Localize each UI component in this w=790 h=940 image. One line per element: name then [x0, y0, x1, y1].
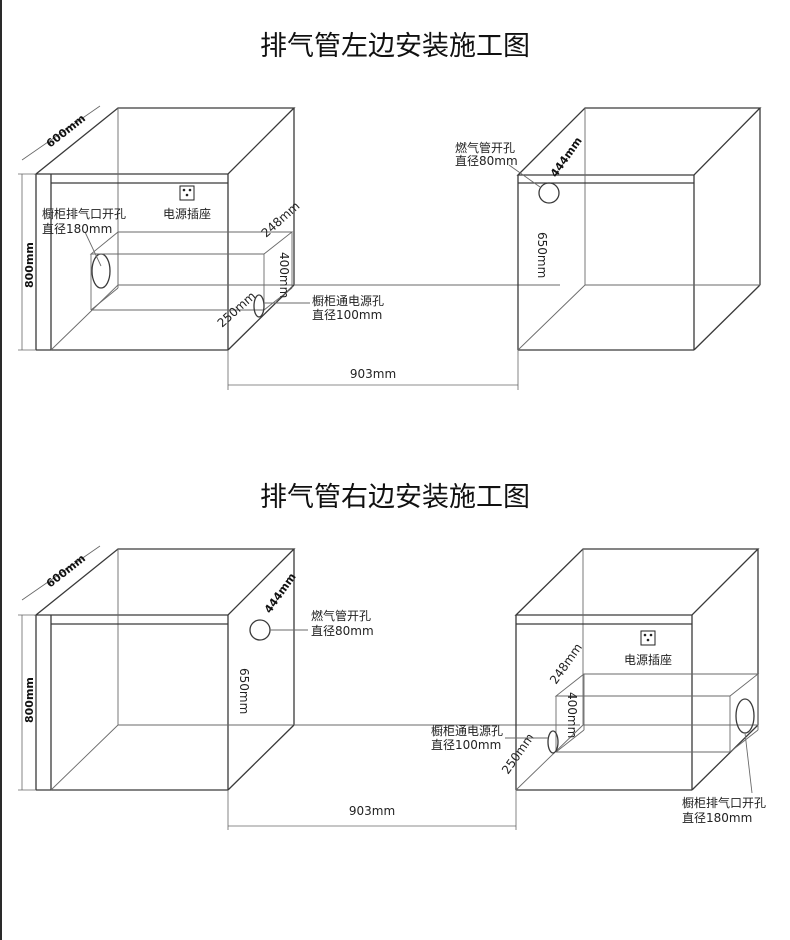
- left-dim-650: 650mm: [535, 232, 549, 278]
- left-dim-250: 250mm: [215, 289, 259, 330]
- right-vent-label-2: 直径180mm: [682, 811, 752, 825]
- socket-icon: [179, 185, 195, 201]
- left-dim-248: 248mm: [259, 199, 303, 240]
- left-power-hole-label-1: 橱柜通电源孔: [312, 294, 384, 308]
- right-dim-depth: 600mm: [44, 552, 88, 590]
- right-dim-444: 444mm: [262, 571, 299, 616]
- right-dim-650: 650mm: [237, 668, 251, 714]
- power-hole-icon: [547, 730, 559, 754]
- page-left-border: [0, 0, 2, 940]
- right-gas-label-2: 直径80mm: [311, 624, 374, 638]
- vent-hole-icon: [735, 698, 755, 734]
- right-gas-label-1: 燃气管开孔: [311, 608, 371, 623]
- left-dim-903: 903mm: [350, 367, 396, 381]
- right-power-hole-label-1: 橱柜通电源孔: [431, 724, 503, 738]
- power-hole-icon: [253, 294, 265, 318]
- left-dim-height: 800mm: [23, 242, 36, 288]
- gas-pipe-hole-icon: [249, 619, 271, 641]
- left-dim-depth: 600mm: [44, 112, 88, 150]
- right-vent-label-1: 橱柜排气口开孔: [682, 795, 766, 810]
- left-gas-label-2: 直径80mm: [455, 154, 518, 168]
- right-cabinet: [516, 107, 762, 351]
- left-gas-label-1: 燃气管开孔: [455, 140, 515, 155]
- right-dim-height: 800mm: [23, 677, 36, 723]
- left-dim-444: 444mm: [548, 135, 585, 180]
- right-socket-label: 电源插座: [624, 652, 672, 667]
- diagram-right-install: 排气管右边安装施工图 600mm 800mm 444mm 燃气管开孔 直径80m…: [18, 482, 766, 830]
- left-dim-400: 400mm: [277, 252, 291, 298]
- vent-hole-icon: [91, 253, 111, 289]
- right-dim-903: 903mm: [349, 804, 395, 818]
- left-socket-label: 电源插座: [163, 206, 211, 221]
- right-power-hole-label-2: 直径100mm: [431, 738, 501, 752]
- left-power-hole-label-2: 直径100mm: [312, 308, 382, 322]
- left-vent-label-2: 直径180mm: [42, 222, 112, 236]
- left-vent-label-1: 橱柜排气口开孔: [42, 206, 126, 221]
- left-cabinet: [34, 107, 296, 351]
- diagram-right-title: 排气管右边安装施工图: [260, 482, 530, 513]
- diagram-left-title: 排气管左边安装施工图: [260, 31, 530, 62]
- right-dim-248: 248mm: [547, 641, 585, 687]
- gas-pipe-hole-icon: [538, 182, 560, 204]
- diagram-left-install: 排气管左边安装施工图 600mm 800mm 电源插座: [18, 31, 762, 390]
- right-dim-400: 400mm: [565, 692, 579, 738]
- left-cabinet-b: [34, 548, 296, 791]
- right-cabinet-b: [514, 548, 760, 791]
- socket-icon: [640, 630, 656, 646]
